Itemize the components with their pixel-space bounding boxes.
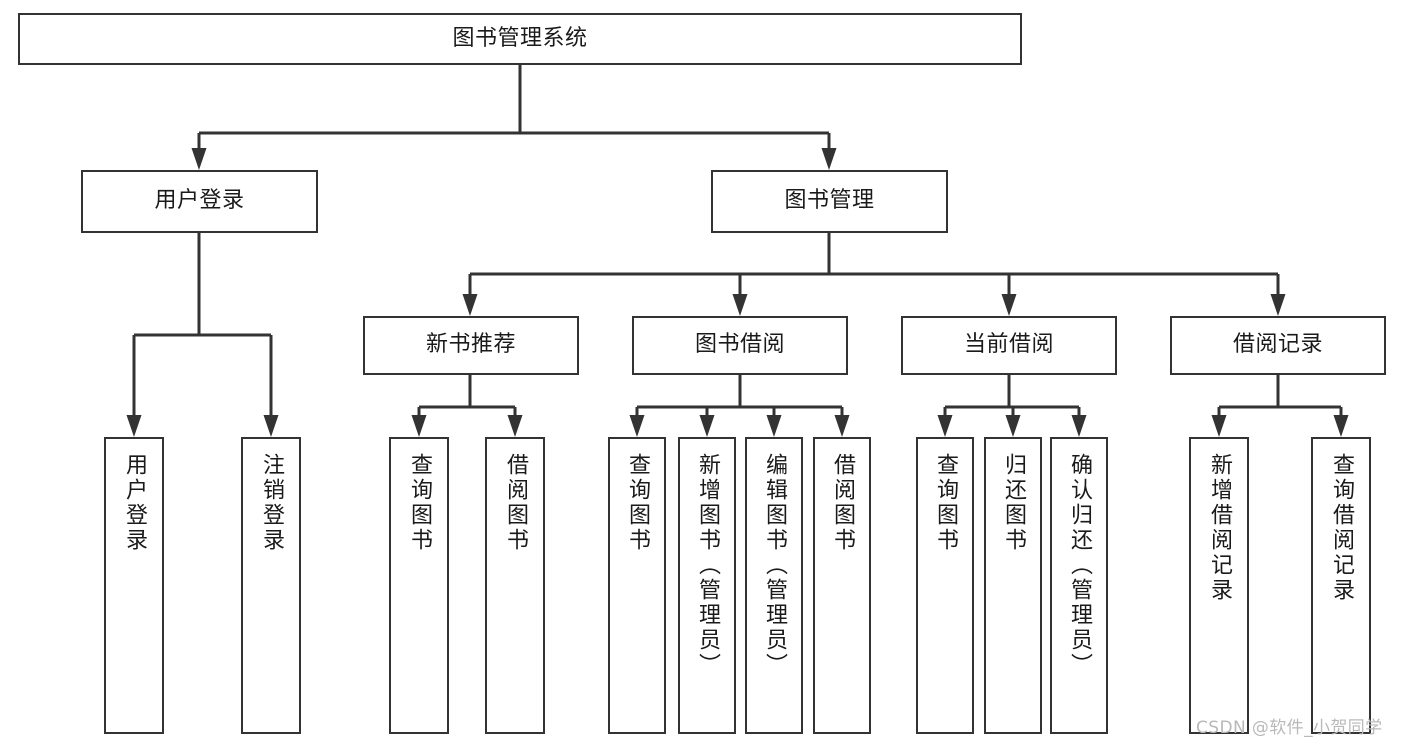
node-l3-current[interactable]: 当前借阅 [901, 316, 1117, 375]
node-leaf-user-login[interactable]: 用户登录 [104, 437, 164, 734]
arrow-to-leaf-b-lend-head [834, 415, 850, 437]
node-label: 图书管理 [784, 188, 875, 214]
node-leaf-r-add[interactable]: 新增借阅记录 [1189, 437, 1249, 734]
arrow-to-leaf-b-add-head [699, 415, 715, 437]
node-label: 用户登录 [154, 188, 245, 214]
node-leaf-user-logout[interactable]: 注销登录 [241, 437, 301, 734]
node-l2-user[interactable]: 用户登录 [81, 170, 318, 233]
node-leaf-c-query[interactable]: 查询图书 [916, 437, 974, 734]
node-label: 查询图书 [625, 453, 650, 553]
arrow-to-leaf-c-confirm-head [1071, 415, 1087, 437]
arrow-to-new-book-head [462, 294, 478, 316]
arrow-to-leaf-c-return-head [1005, 415, 1021, 437]
node-label: 借阅图书 [830, 453, 855, 553]
node-label: 查询图书 [407, 453, 432, 553]
node-label: 用户登录 [122, 453, 147, 553]
arrow-to-book-manage-node-head [821, 148, 837, 170]
arrow-to-leaf-new-query-head [411, 415, 427, 437]
arrow-to-borrow-record-head [1270, 294, 1286, 316]
node-leaf-c-return[interactable]: 归还图书 [984, 437, 1042, 734]
node-label: 图书管理系统 [452, 25, 588, 51]
node-leaf-new-borrow[interactable]: 借阅图书 [485, 437, 545, 734]
node-label: 确认归还（管理员） [1067, 453, 1092, 678]
arrow-to-leaf-user-logout-head [263, 415, 279, 437]
node-leaf-b-query[interactable]: 查询图书 [608, 437, 666, 734]
node-label: 新增借阅记录 [1207, 453, 1232, 603]
node-label: 图书借阅 [694, 332, 785, 358]
arrow-to-leaf-b-query-head [629, 415, 645, 437]
node-label: 编辑图书（管理员） [762, 453, 787, 678]
arrow-to-leaf-r-add-head [1211, 415, 1227, 437]
arrow-to-leaf-b-edit-head [766, 415, 782, 437]
node-leaf-new-query[interactable]: 查询图书 [389, 437, 449, 734]
node-label: 查询图书 [933, 453, 958, 553]
node-leaf-b-add[interactable]: 新增图书（管理员） [678, 437, 736, 734]
arrowheads [126, 148, 1349, 437]
node-l3-borrow[interactable]: 图书借阅 [632, 316, 848, 375]
arrow-to-user-login-node-head [191, 148, 207, 170]
node-l3-record[interactable]: 借阅记录 [1170, 316, 1386, 375]
node-label: 借阅记录 [1232, 332, 1323, 358]
node-l3-new[interactable]: 新书推荐 [363, 316, 579, 375]
node-label: 新增图书（管理员） [695, 453, 720, 678]
node-leaf-b-edit[interactable]: 编辑图书（管理员） [745, 437, 803, 734]
node-label: 借阅图书 [503, 453, 528, 553]
arrow-to-leaf-c-query-head [937, 415, 953, 437]
node-leaf-c-confirm[interactable]: 确认归还（管理员） [1050, 437, 1108, 734]
node-label: 当前借阅 [963, 332, 1054, 358]
arrow-to-book-borrow-head [732, 294, 748, 316]
node-label: 注销登录 [259, 453, 284, 553]
arrow-to-leaf-r-query-head [1333, 415, 1349, 437]
node-label: 查询借阅记录 [1329, 453, 1354, 603]
arrow-to-leaf-new-borrow-head [507, 415, 523, 437]
arrow-to-leaf-user-login-head [126, 415, 142, 437]
node-leaf-r-query[interactable]: 查询借阅记录 [1311, 437, 1371, 734]
node-l2-book[interactable]: 图书管理 [711, 170, 948, 233]
node-root[interactable]: 图书管理系统 [18, 13, 1022, 65]
node-leaf-b-lend[interactable]: 借阅图书 [813, 437, 871, 734]
node-label: 新书推荐 [425, 332, 516, 358]
node-label: 归还图书 [1001, 453, 1026, 553]
arrow-to-current-borrow-head [1001, 294, 1017, 316]
